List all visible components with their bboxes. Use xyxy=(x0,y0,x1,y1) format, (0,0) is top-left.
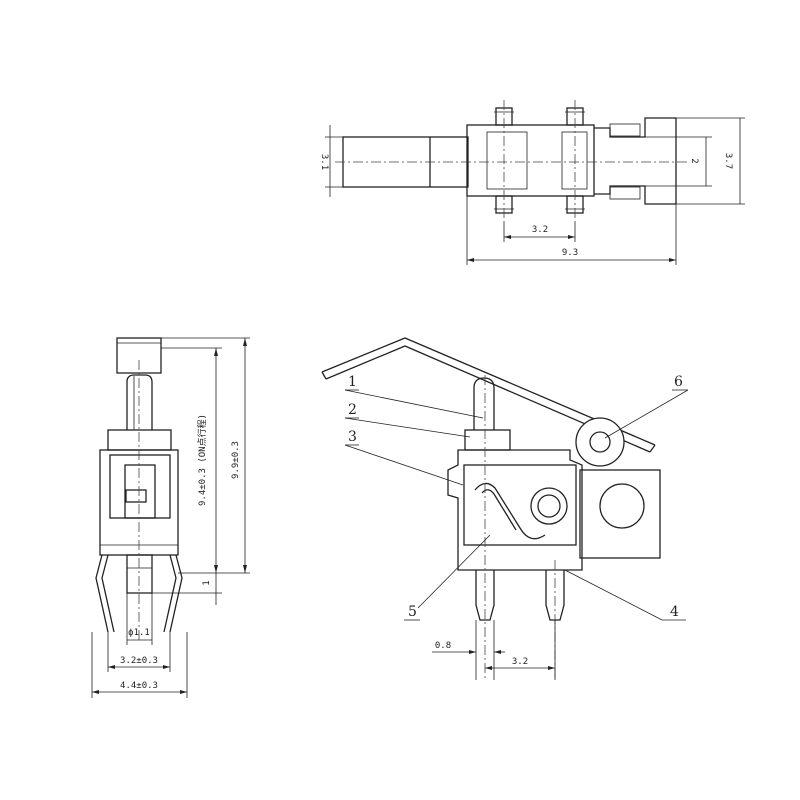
callout-6: 6 xyxy=(674,374,683,390)
dim-side-stroke-height: 9.4±0.3 (ON点行程) xyxy=(196,414,208,506)
callout-2: 2 xyxy=(348,402,357,418)
dim-side-total-height: 9.9±0.3 xyxy=(231,441,241,479)
dim-top-slot: 2 xyxy=(689,158,699,163)
callout-3: 3 xyxy=(348,429,357,445)
dim-side-pin-diameter: ϕ1.1 xyxy=(128,628,150,638)
dim-top-height-right: 3.7 xyxy=(723,153,733,169)
dim-side-base-offset: 1 xyxy=(202,580,212,585)
dim-top-total-width: 9.3 xyxy=(562,248,578,258)
side-view: 9.4±0.3 (ON点行程) 9.9±0.3 1 ϕ1.1 3.2±0.3 4… xyxy=(91,337,250,698)
dim-side-pin-pitch: 3.2±0.3 xyxy=(120,656,158,666)
callout-1: 1 xyxy=(348,374,357,390)
dim-top-height-left: 3.1 xyxy=(319,154,329,170)
dim-side-total-width: 4.4±0.3 xyxy=(120,681,158,691)
dim-front-pin-pitch: 3.2 xyxy=(512,657,528,667)
dim-front-pin-width: 0.8 xyxy=(435,641,451,651)
top-view: 3.1 2 3.7 3.2 9.3 xyxy=(319,100,745,265)
front-view: 1 2 3 4 5 6 0.8 3.2 xyxy=(321,337,689,680)
callout-4: 4 xyxy=(670,604,679,620)
dim-top-pin-pitch: 3.2 xyxy=(532,225,548,235)
callout-5: 5 xyxy=(408,604,417,620)
